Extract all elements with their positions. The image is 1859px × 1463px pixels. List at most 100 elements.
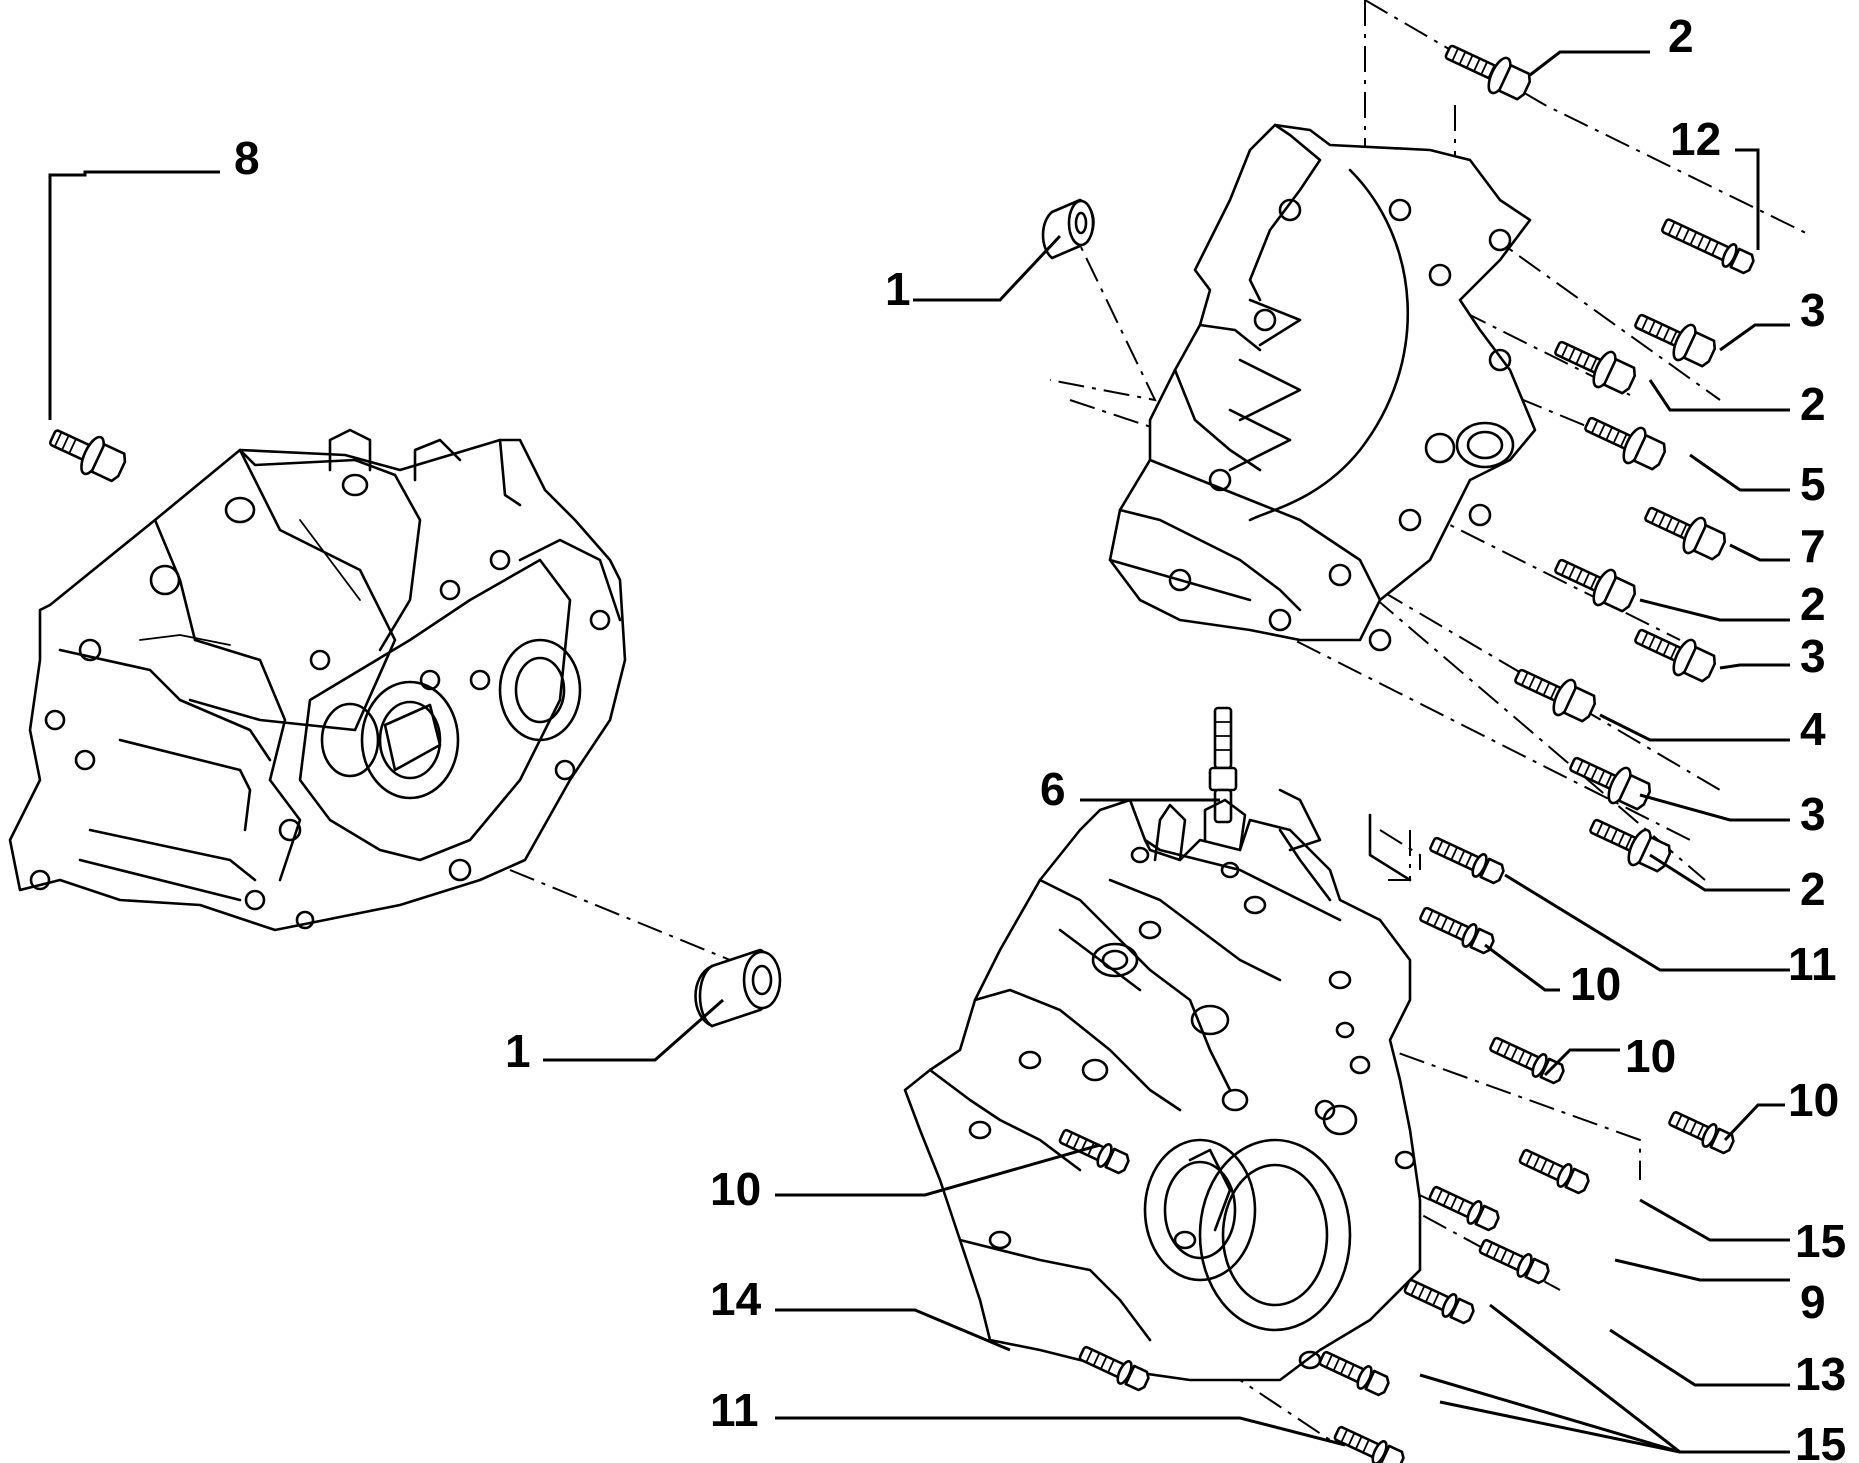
bolt-head bbox=[1632, 434, 1667, 471]
bolt-7 bbox=[1554, 558, 1637, 613]
bolt-thread bbox=[1612, 429, 1621, 445]
callout-8: 8 bbox=[234, 132, 260, 184]
bolt-head bbox=[1564, 1167, 1590, 1195]
bolt-20 bbox=[1403, 1278, 1475, 1325]
bolt-head bbox=[1682, 331, 1717, 368]
left-housing bbox=[8, 428, 627, 932]
callout-1-lower: 1 bbox=[505, 1025, 531, 1077]
transmission-case bbox=[903, 788, 1422, 1382]
bolt-thread bbox=[1499, 1248, 1508, 1263]
bolt-thread bbox=[1696, 1123, 1705, 1139]
bolt-12 bbox=[1429, 836, 1505, 885]
bolt-thread bbox=[1492, 1245, 1501, 1260]
bolt-thread bbox=[1517, 1049, 1526, 1065]
bolt-thread bbox=[1655, 323, 1664, 338]
callout-2-c: 2 bbox=[1800, 578, 1826, 630]
bolt-thread bbox=[1435, 839, 1444, 855]
bolt-head bbox=[1562, 686, 1597, 723]
bolt-thread bbox=[1532, 1155, 1541, 1170]
bolt-thread bbox=[1674, 224, 1683, 240]
bolt-thread bbox=[1598, 423, 1606, 438]
callout-4: 4 bbox=[1800, 703, 1826, 755]
bolt-thread bbox=[1347, 1432, 1356, 1447]
bolts-group bbox=[1058, 44, 1755, 1463]
callout-12: 12 bbox=[1670, 113, 1721, 165]
bolt-thread bbox=[1451, 47, 1460, 63]
bolt-21 bbox=[1318, 1350, 1390, 1397]
bolt-head bbox=[1692, 524, 1727, 561]
bolt-thread bbox=[1332, 1357, 1341, 1372]
bolt-thread bbox=[1442, 1192, 1451, 1207]
callout-15-b: 15 bbox=[1795, 1418, 1846, 1463]
bolt-2 bbox=[1661, 218, 1755, 275]
bolt-thread bbox=[1605, 426, 1614, 441]
bolt-head bbox=[1602, 358, 1637, 395]
bolt-thread bbox=[1547, 1161, 1555, 1177]
callout-13: 13 bbox=[1795, 1348, 1846, 1400]
bolt-thread bbox=[1107, 1358, 1115, 1374]
bolt-thread bbox=[1449, 1195, 1458, 1210]
bolt-thread bbox=[1099, 1355, 1108, 1370]
bolt-thread bbox=[1464, 853, 1473, 868]
bolt-thread bbox=[1085, 1348, 1094, 1364]
bolt-22 bbox=[1078, 1345, 1150, 1392]
bolt-thread bbox=[1560, 343, 1569, 359]
bolt-thread bbox=[1432, 1291, 1440, 1307]
bolt-thread bbox=[1604, 773, 1613, 788]
callout-11-right: 11 bbox=[1788, 938, 1837, 990]
bolt-thread bbox=[1510, 1046, 1519, 1061]
bolt-head bbox=[1682, 646, 1717, 683]
bolt-18 bbox=[1058, 1128, 1130, 1175]
callout-labels: 8 1 1 2 12 3 2 5 7 2 3 4 6 3 2 11 10 10 … bbox=[234, 10, 1846, 1463]
bolt-thread bbox=[1669, 330, 1678, 345]
bolt-thread bbox=[1340, 1428, 1349, 1444]
callout-3-a: 3 bbox=[1800, 284, 1826, 336]
bolt-thread bbox=[1503, 1043, 1511, 1058]
bolt-10 bbox=[1569, 756, 1652, 811]
bolt-8 bbox=[48, 429, 127, 483]
bolt-thread bbox=[1682, 227, 1690, 243]
bolt-shaft bbox=[1661, 218, 1732, 262]
bolt-thread bbox=[1065, 1131, 1074, 1147]
callout-leaders bbox=[48, 50, 1790, 1454]
bolt-thread bbox=[1568, 347, 1576, 362]
bolt-thread bbox=[1590, 419, 1599, 435]
bolt-thread bbox=[1662, 326, 1671, 342]
bolt-23 bbox=[1333, 1425, 1405, 1463]
bolt-thread bbox=[1354, 1435, 1363, 1450]
callout-2-d: 2 bbox=[1800, 863, 1826, 915]
bolt-17 bbox=[1428, 1185, 1500, 1232]
bolt-thread bbox=[1520, 671, 1529, 687]
bolt-19 bbox=[1478, 1238, 1550, 1285]
bolt-thread bbox=[1507, 1251, 1515, 1267]
bolt-8 bbox=[1634, 628, 1717, 683]
bolt-thread bbox=[1457, 849, 1466, 865]
callout-5: 5 bbox=[1800, 458, 1826, 510]
bolt-thread bbox=[1667, 221, 1676, 236]
bolt-thread bbox=[1575, 568, 1584, 583]
callout-1-upper: 1 bbox=[885, 263, 911, 315]
bolt-thread bbox=[1325, 1353, 1334, 1369]
bolt-thread bbox=[1589, 357, 1598, 372]
bolt-head bbox=[1474, 1204, 1500, 1232]
bolt-1 bbox=[1444, 44, 1532, 101]
bolt-11 bbox=[1589, 818, 1672, 873]
bolt-head bbox=[1124, 1364, 1150, 1392]
bolt-thread bbox=[1595, 821, 1604, 837]
bolt-head bbox=[1497, 64, 1532, 101]
bolt-thread bbox=[1679, 523, 1688, 538]
bolt-thread bbox=[1443, 843, 1451, 858]
bolt-6 bbox=[1644, 506, 1727, 561]
bolt-thread bbox=[1480, 61, 1489, 76]
callout-9: 9 bbox=[1800, 1276, 1826, 1328]
bolt-thread bbox=[1672, 519, 1681, 535]
bolt-13 bbox=[1419, 906, 1495, 955]
bolt-thread bbox=[1072, 1135, 1081, 1150]
bolt-thread bbox=[1525, 1151, 1534, 1167]
callout-2-b: 2 bbox=[1800, 378, 1826, 430]
bolt-4 bbox=[1554, 340, 1637, 395]
callout-10-b: 10 bbox=[1625, 1030, 1676, 1082]
bolt-thread bbox=[1524, 1053, 1533, 1068]
bolt-head bbox=[1617, 774, 1652, 811]
bolt-thread bbox=[1417, 1285, 1426, 1300]
